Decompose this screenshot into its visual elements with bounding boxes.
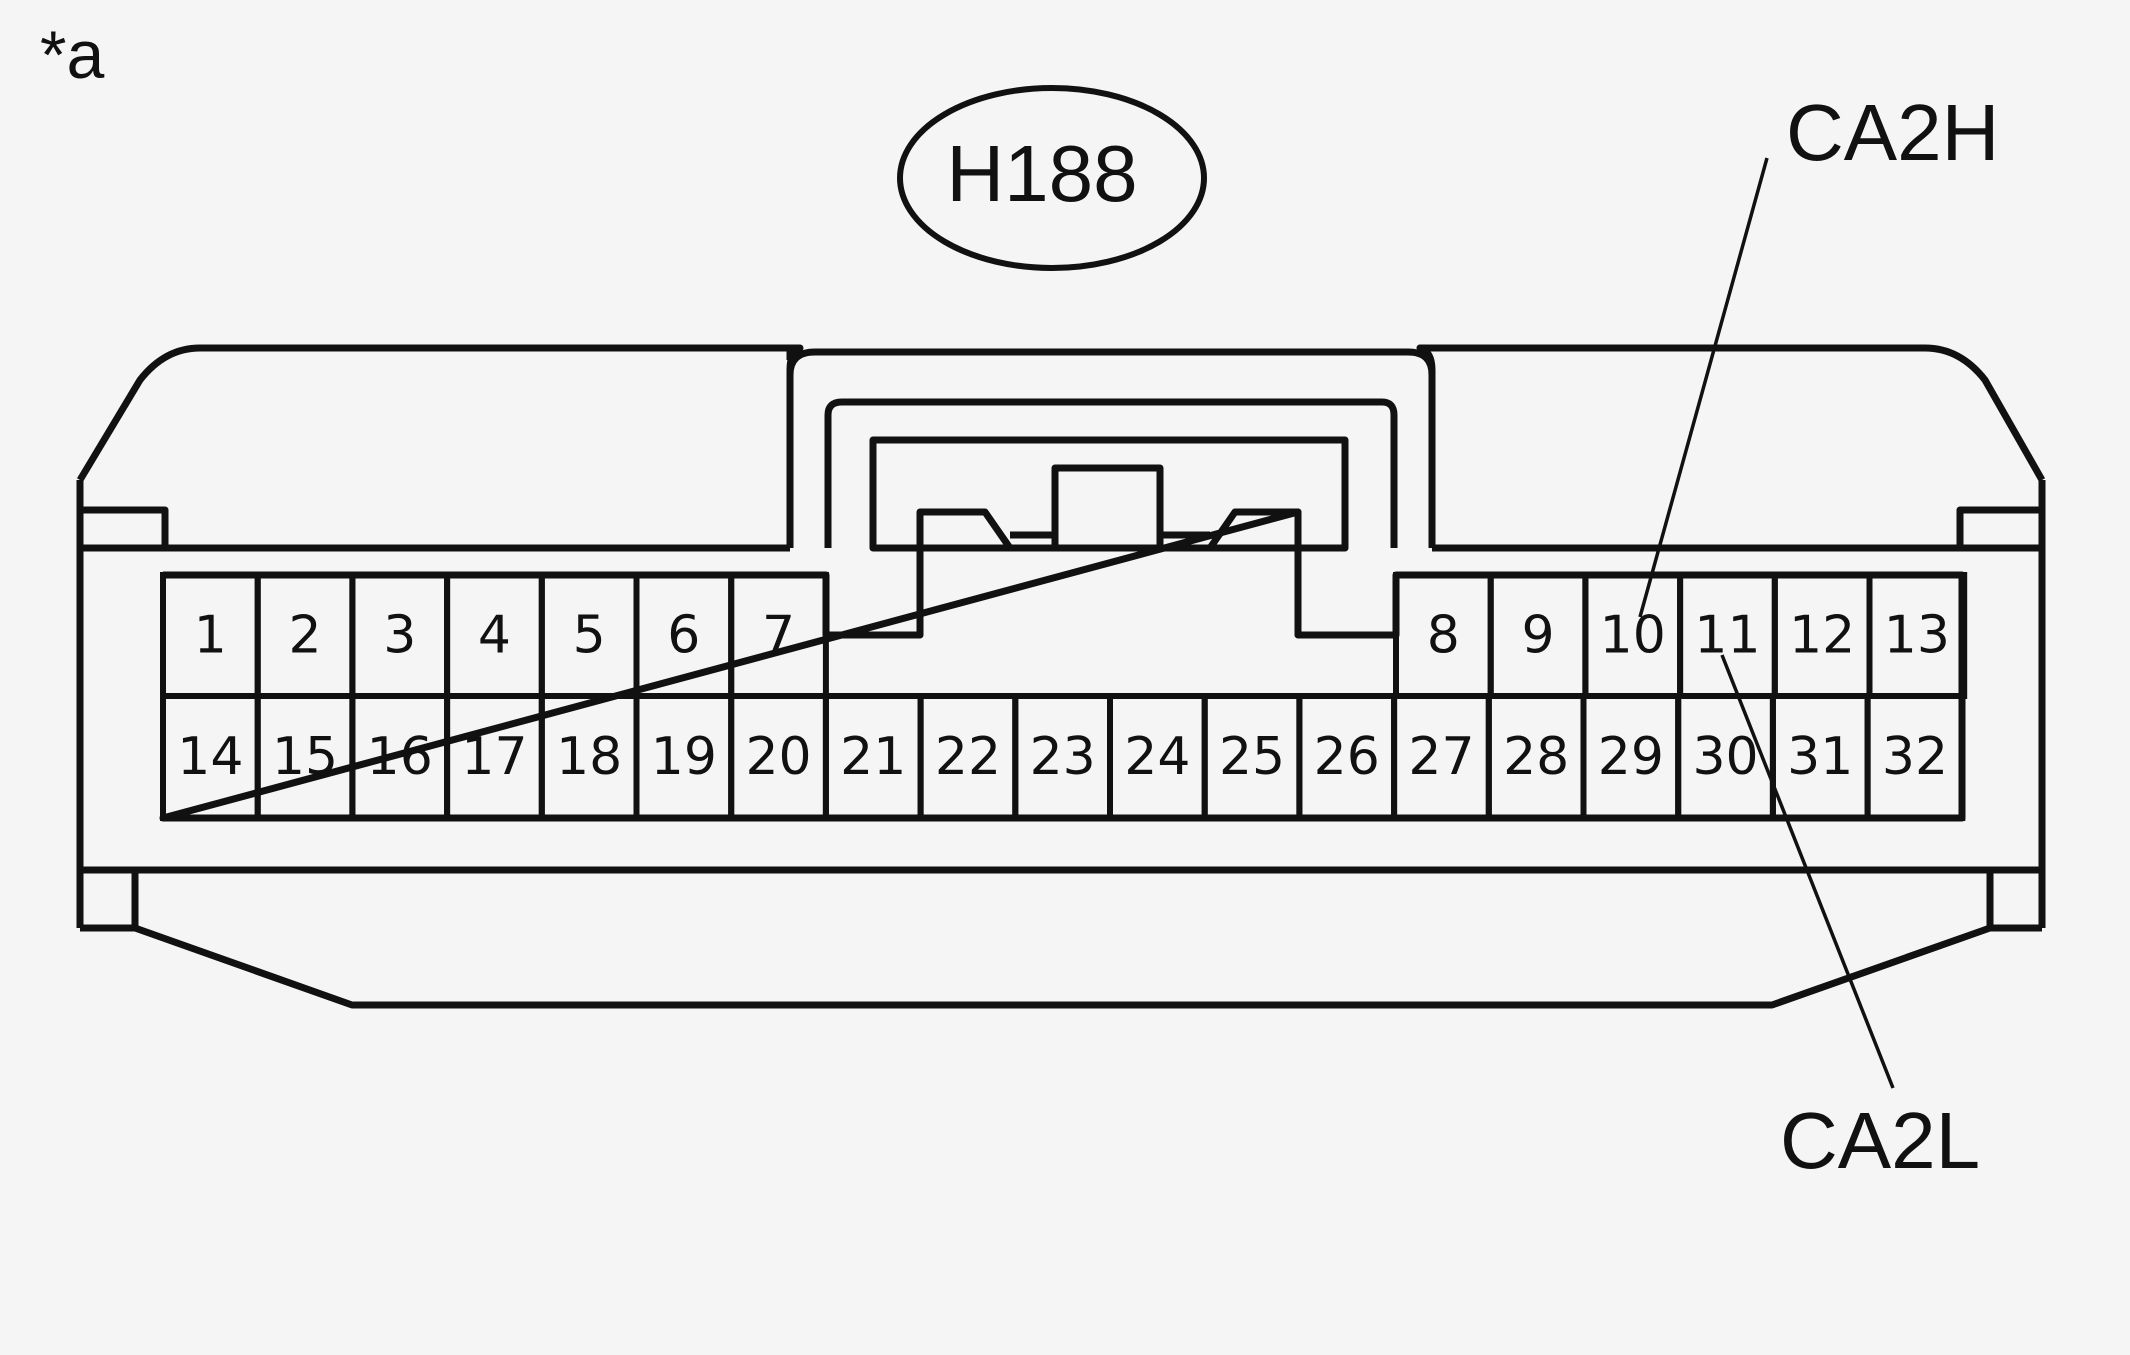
pin-cell: 29: [1580, 693, 1682, 821]
pin-number: 12: [1789, 606, 1855, 666]
callout-label-high: CA2H: [1786, 88, 1999, 177]
pin-number: 20: [745, 727, 811, 787]
pin-cell: 24: [1107, 693, 1208, 821]
pin-cell: 23: [1012, 693, 1113, 821]
pin-number: 14: [177, 727, 243, 787]
pin-cell: 2: [254, 572, 356, 699]
pin-number: 1: [194, 606, 227, 666]
callout-label-low: CA2L: [1780, 1096, 1980, 1185]
pin-cell: 25: [1201, 693, 1303, 821]
pin-cell: 8: [1393, 572, 1494, 699]
pin-cell: 26: [1296, 693, 1398, 821]
pin-cell: 31: [1769, 693, 1871, 821]
pin-row-top-right: 8 9 10 11 12 13: [1393, 572, 1968, 699]
connector-code-badge: H188: [897, 85, 1207, 271]
pin-cell: 19: [633, 693, 735, 821]
pin-number: 3: [383, 606, 416, 666]
pin-number: 5: [573, 606, 606, 666]
pin-number: 18: [556, 727, 622, 787]
connector-housing: [76, 344, 2046, 1009]
pin-row-bottom: 14 15 16 17 18 19 20 21 22 23 24 25 26 27 28 29 30 31 32: [160, 693, 1966, 821]
pin-cell: 27: [1391, 693, 1492, 821]
pin-cell: 16: [349, 693, 451, 821]
callout-leader-high: [1638, 157, 1769, 618]
pin-number: 23: [1030, 727, 1096, 787]
connector-code: H188: [946, 129, 1137, 218]
pin-cell: 1: [160, 572, 261, 699]
pin-cell: 11: [1677, 572, 1778, 699]
pin-cell: 5: [538, 572, 640, 699]
pin-cell: 12: [1771, 572, 1873, 699]
pin-cell: 22: [917, 693, 1019, 821]
pin-cell: 17: [444, 693, 545, 821]
pin-number: 24: [1124, 727, 1190, 787]
pin-number: 4: [478, 606, 511, 666]
callout-leader-low: [1720, 654, 1895, 1089]
pin-number: 17: [461, 727, 527, 787]
pin-cell: 7: [728, 572, 829, 699]
pin-cell: 20: [728, 693, 829, 821]
pin-cell: 3: [349, 572, 451, 699]
pin-number: 19: [651, 727, 717, 787]
pin-number: 10: [1600, 606, 1666, 666]
pin-number: 31: [1787, 727, 1853, 787]
pin-row-top-left: 1 2 3 4 5 6 7: [160, 572, 829, 699]
pin-cell: 14: [160, 693, 261, 821]
pin-number: 11: [1694, 606, 1760, 666]
pin-number: 15: [272, 727, 338, 787]
pin-cell: 15: [254, 693, 356, 821]
pin-cell-border: [1864, 693, 1966, 821]
pin-number: 9: [1522, 606, 1555, 666]
pin-number: 25: [1219, 727, 1285, 787]
pin-number: 13: [1884, 606, 1950, 666]
pin-number: 29: [1598, 727, 1664, 787]
pin-number: 16: [367, 727, 433, 787]
pin-cell: 21: [822, 693, 924, 821]
pin-number: 2: [289, 606, 322, 666]
pin-number: 30: [1692, 727, 1758, 787]
pin-cell: 13: [1866, 572, 1968, 699]
pin-number: 7: [762, 606, 795, 666]
pin-number: 6: [667, 606, 700, 666]
pin-number: 22: [935, 727, 1001, 787]
pin-number: 27: [1408, 727, 1474, 787]
pin-number: 21: [840, 727, 906, 787]
pin-cell: 28: [1485, 693, 1587, 821]
pin-cell: 30: [1675, 693, 1776, 821]
figure-tag: *a: [40, 17, 104, 93]
pin-number: 28: [1503, 727, 1569, 787]
pin-number: 26: [1314, 727, 1380, 787]
pin-cell: 10: [1582, 572, 1684, 699]
pin-number: 8: [1427, 606, 1460, 666]
pin-cell: 9: [1487, 572, 1589, 699]
pin-number: 32: [1882, 727, 1948, 787]
pin-cell: 4: [444, 572, 545, 699]
pin-cell: 32: [1864, 693, 1966, 821]
